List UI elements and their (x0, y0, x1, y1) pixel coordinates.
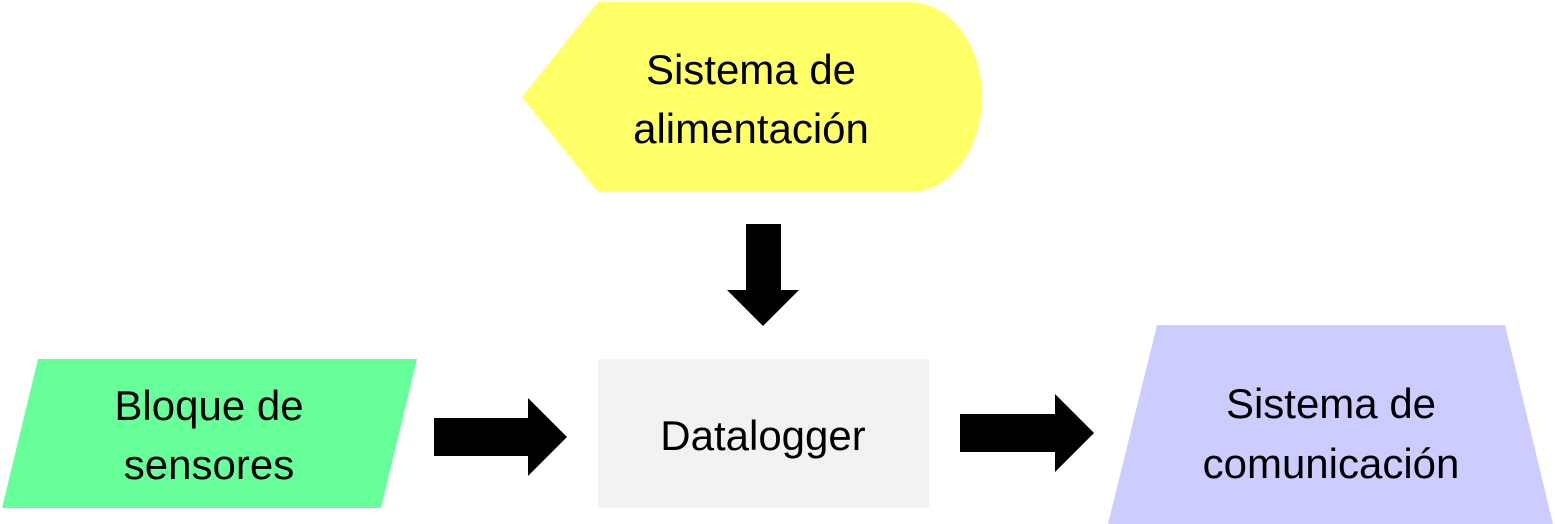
sensors-node: Bloque de sensores (2, 359, 417, 508)
power-supply-label-line1: Sistema de (646, 46, 856, 93)
communication-label-line1: Sistema de (1226, 380, 1436, 427)
communication-node: Sistema de comunicación (1108, 325, 1553, 524)
datalogger-label: Datalogger (660, 412, 865, 459)
power-supply-shape (522, 2, 982, 192)
sensors-shape (2, 359, 417, 508)
communication-label-line2: comunicación (1203, 440, 1460, 487)
arrow-right-datalogger-to-comms (960, 394, 1094, 472)
power-supply-label-line2: alimentación (633, 105, 869, 152)
arrow-right-sensors-to-datalogger (434, 398, 567, 476)
datalogger-shape (598, 359, 929, 508)
sensors-label-line1: Bloque de (114, 382, 303, 429)
communication-shape (1108, 325, 1553, 524)
sensors-label-line2: sensores (124, 441, 294, 488)
datalogger-node: Datalogger (598, 359, 929, 508)
arrow-down (727, 224, 799, 326)
power-supply-node: Sistema de alimentación (522, 2, 982, 192)
